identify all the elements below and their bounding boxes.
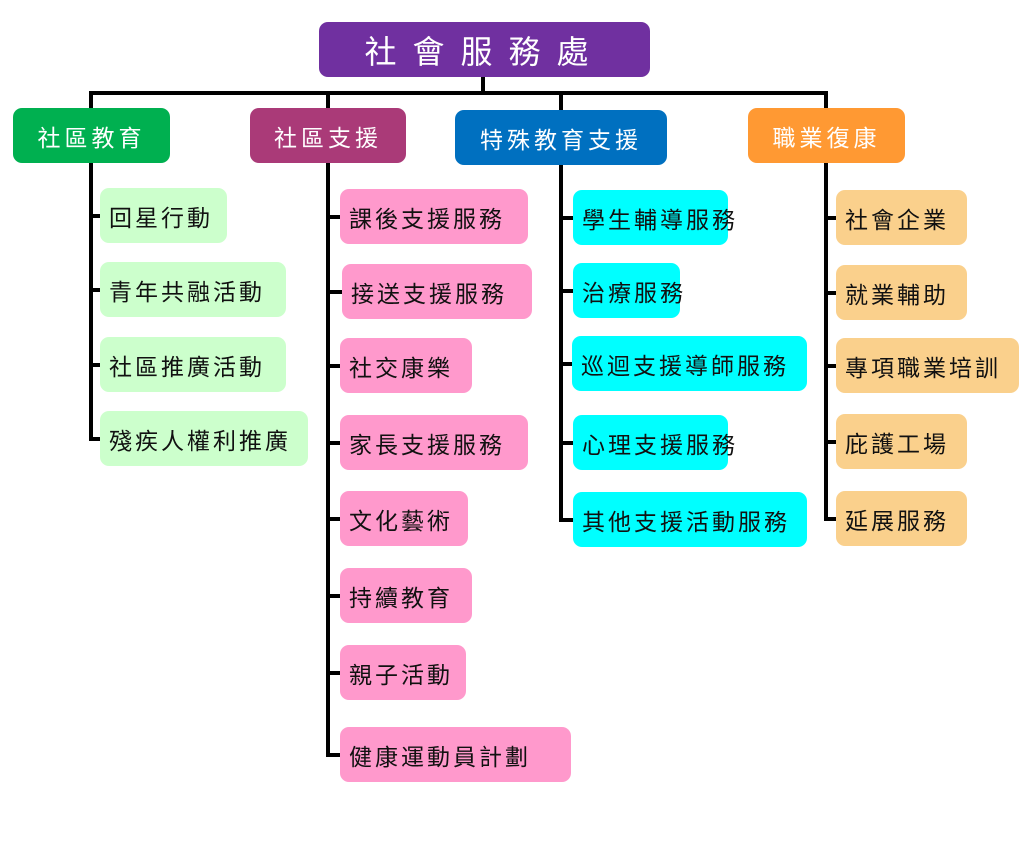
service-item: 心理支援服務: [573, 415, 735, 470]
item-connector: [824, 439, 836, 444]
item-connector: [326, 363, 340, 368]
item-connector: [326, 670, 340, 675]
service-item: 巡迴支援導師服務: [572, 336, 807, 391]
item-connector: [559, 215, 573, 220]
category-node: 職業復康: [748, 108, 905, 163]
item-connector: [559, 361, 572, 366]
service-item: 社交康樂: [340, 338, 472, 393]
horizontal-connector: [89, 91, 828, 95]
category-connector: [824, 93, 828, 108]
service-item: 延展服務: [836, 491, 967, 546]
branch-line: [89, 163, 93, 437]
item-connector: [326, 289, 342, 294]
item-connector: [824, 363, 836, 368]
category-connector: [559, 93, 563, 112]
item-connector: [824, 290, 836, 295]
category-node: 特殊教育支援: [455, 110, 667, 165]
item-connector: [559, 440, 573, 445]
item-connector: [89, 436, 100, 441]
category-node: 社區教育: [13, 108, 170, 163]
item-connector: [824, 516, 836, 521]
service-item: 社區推廣活動: [100, 337, 286, 392]
service-item: 專項職業培訓: [836, 338, 1019, 393]
service-item: 回星行動: [100, 188, 227, 243]
service-item: 學生輔導服務: [573, 190, 735, 245]
root-node: 社會服務處: [319, 22, 650, 77]
category-node: 社區支援: [250, 108, 406, 163]
item-connector: [326, 516, 340, 521]
service-item: 青年共融活動: [100, 262, 286, 317]
item-connector: [559, 517, 573, 522]
item-connector: [326, 593, 340, 598]
category-connector: [89, 93, 93, 108]
service-item: 治療服務: [573, 263, 683, 318]
category-connector: [326, 93, 330, 108]
branch-line: [326, 163, 330, 757]
service-item: 社會企業: [836, 190, 967, 245]
service-item: 文化藝術: [340, 491, 468, 546]
service-item: 持續教育: [340, 568, 472, 623]
item-connector: [824, 215, 836, 220]
item-connector: [326, 440, 340, 445]
service-item: 庇護工場: [836, 414, 967, 469]
item-connector: [559, 288, 573, 293]
service-item: 健康運動員計劃: [340, 727, 571, 782]
service-item: 就業輔助: [836, 265, 967, 320]
branch-line: [559, 165, 563, 522]
service-item: 其他支援活動服務: [573, 492, 807, 547]
service-item: 接送支援服務: [342, 264, 532, 319]
service-item: 課後支援服務: [340, 189, 528, 244]
service-item: 殘疾人權利推廣: [100, 411, 308, 466]
item-connector: [89, 362, 100, 367]
item-connector: [89, 213, 100, 218]
item-connector: [89, 287, 100, 292]
service-item: 家長支援服務: [340, 415, 528, 470]
branch-line: [824, 163, 828, 520]
item-connector: [326, 214, 340, 219]
item-connector: [326, 752, 340, 757]
service-item: 親子活動: [340, 645, 466, 700]
root-connector: [481, 77, 485, 95]
